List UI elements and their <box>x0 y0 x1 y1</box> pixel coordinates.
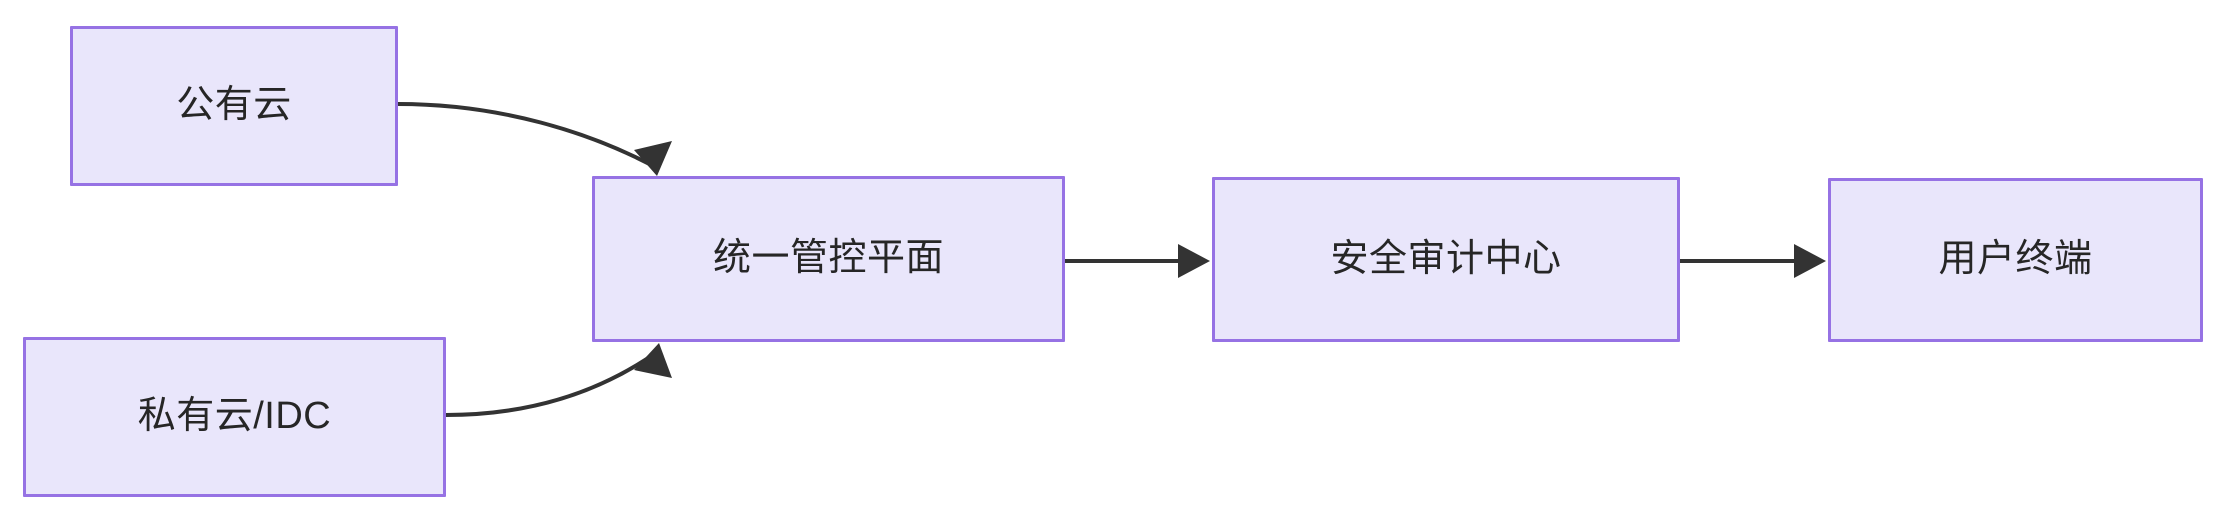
arrowhead-icon <box>634 141 672 176</box>
node-label: 统一管控平面 <box>712 237 944 280</box>
edge-private-cloud-to-control-plane <box>445 343 672 417</box>
arrowhead-icon <box>1794 244 1826 278</box>
edge-line <box>397 102 658 170</box>
edge-public-cloud-to-control-plane <box>397 102 672 176</box>
node-label: 公有云 <box>176 84 292 127</box>
node-user-terminal[interactable]: 用户终端 <box>1828 178 2203 342</box>
node-label: 用户终端 <box>1938 238 2093 281</box>
edge-control-plane-to-audit-center <box>1065 244 1210 278</box>
node-public-cloud[interactable]: 公有云 <box>70 26 398 186</box>
node-label: 安全审计中心 <box>1330 237 1562 280</box>
node-private-cloud-idc[interactable]: 私有云/IDC <box>23 337 446 497</box>
edge-line <box>445 350 659 417</box>
arrowhead-icon <box>634 343 672 378</box>
node-security-audit-center[interactable]: 安全审计中心 <box>1212 177 1680 342</box>
edge-audit-center-to-user-terminal <box>1680 244 1826 278</box>
node-label: 私有云/IDC <box>137 395 332 438</box>
arrowhead-icon <box>1178 244 1210 278</box>
node-unified-control-plane[interactable]: 统一管控平面 <box>592 176 1065 342</box>
